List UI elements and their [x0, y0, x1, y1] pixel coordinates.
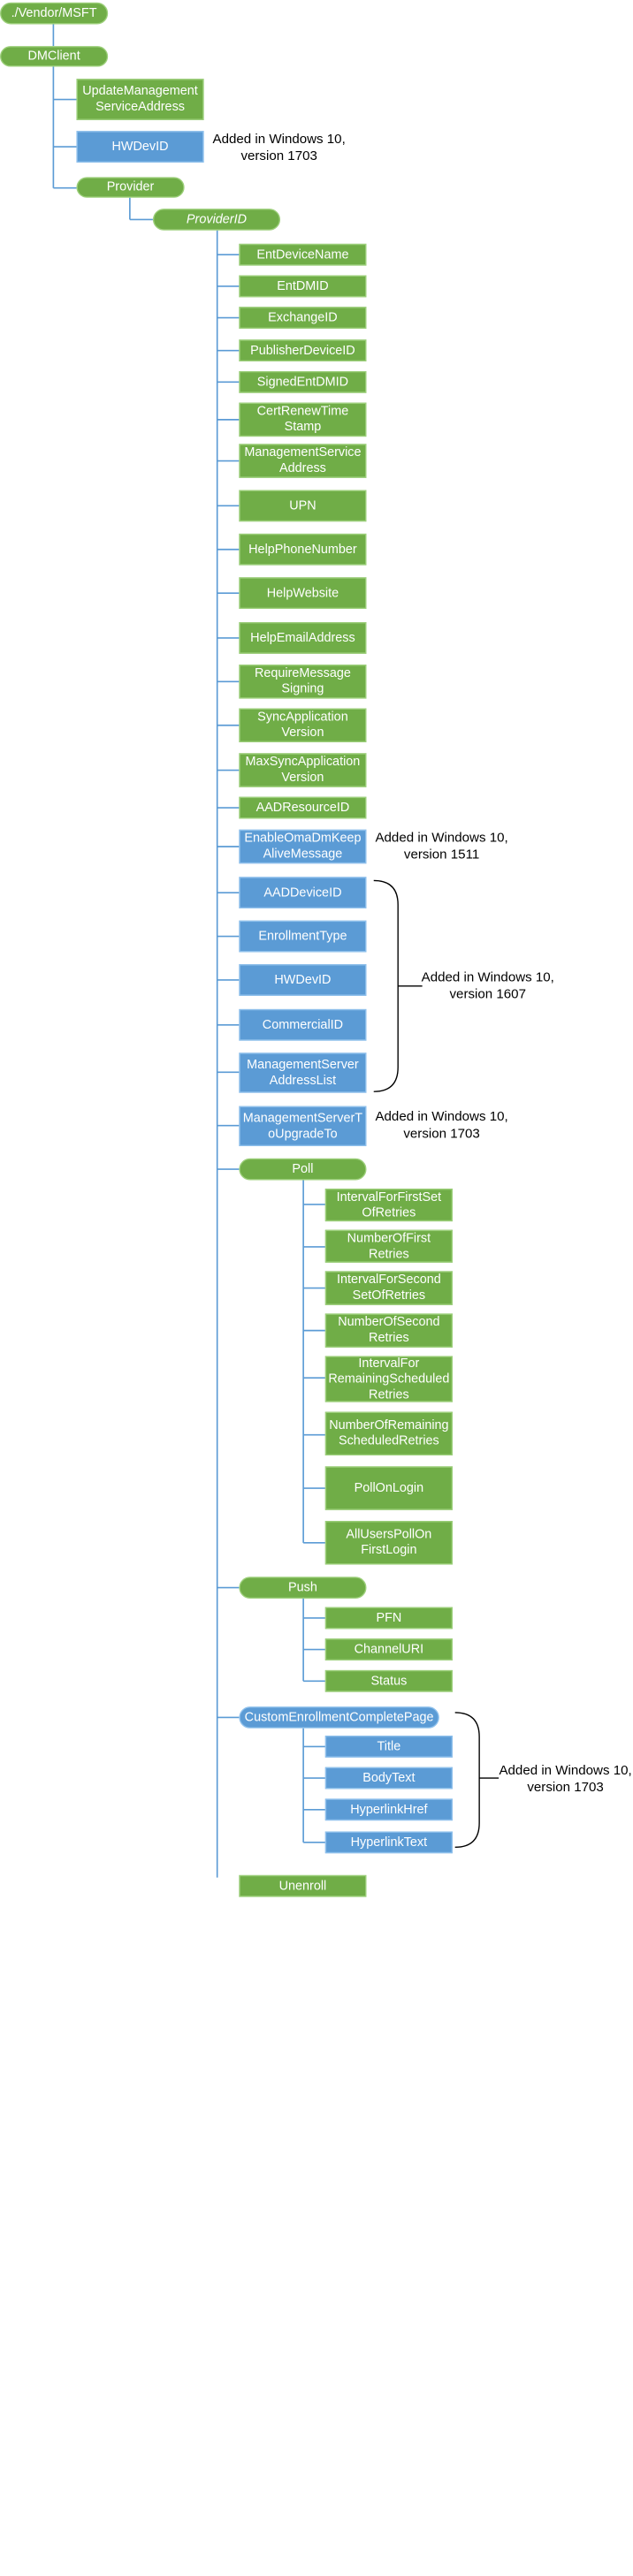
- node-channel-uri[interactable]: ChannelURI: [324, 1638, 453, 1660]
- node-hyperlink-href[interactable]: HyperlinkHref: [324, 1798, 453, 1821]
- node-max-sync-application-version[interactable]: MaxSyncApplication Version: [239, 753, 367, 787]
- node-title[interactable]: Title: [324, 1736, 453, 1758]
- node-vendor-msft[interactable]: ./Vendor/MSFT: [0, 2, 109, 25]
- brace-1607: [373, 879, 399, 1092]
- node-number-of-second-retries[interactable]: NumberOfSecond Retries: [324, 1313, 453, 1348]
- node-ent-device-name[interactable]: EntDeviceName: [239, 243, 367, 266]
- node-custom-enrollment-complete-page[interactable]: CustomEnrollmentCompletePage: [239, 1706, 439, 1729]
- node-status[interactable]: Status: [324, 1669, 453, 1692]
- connector-lines: [52, 24, 500, 1878]
- node-help-email-address[interactable]: HelpEmailAddress: [239, 622, 367, 654]
- node-help-phone-number[interactable]: HelpPhoneNumber: [239, 533, 367, 566]
- node-pfn[interactable]: PFN: [324, 1607, 453, 1630]
- node-ent-dmid[interactable]: EntDMID: [239, 275, 367, 298]
- node-aad-device-id[interactable]: AADDeviceID: [239, 877, 367, 909]
- node-all-users-poll-on-first-login[interactable]: AllUsersPollOn FirstLogin: [324, 1521, 453, 1565]
- node-unenroll[interactable]: Unenroll: [239, 1874, 367, 1897]
- node-update-management-service-address[interactable]: UpdateManagement ServiceAddress: [76, 79, 204, 120]
- node-provider[interactable]: Provider: [76, 177, 185, 198]
- node-number-of-remaining-scheduled-retries[interactable]: NumberOfRemaining ScheduledRetries: [324, 1411, 453, 1455]
- brace-custom-enrollment: [454, 1712, 480, 1849]
- node-dmclient[interactable]: DMClient: [0, 46, 109, 67]
- node-interval-for-first-set-of-retries[interactable]: IntervalForFirstSet OfRetries: [324, 1189, 453, 1222]
- dmclient-csp-tree-diagram: ./Vendor/MSFT DMClient UpdateManagement …: [0, 2, 632, 1897]
- node-interval-for-remaining-scheduled-retries[interactable]: IntervalFor RemainingScheduled Retries: [324, 1356, 453, 1402]
- node-hwdevid-top[interactable]: HWDevID: [76, 131, 204, 163]
- node-aad-resource-id[interactable]: AADResourceID: [239, 796, 367, 819]
- note-hwdevid-top-1703: Added in Windows 10, version 1703: [212, 132, 346, 164]
- node-number-of-first-retries[interactable]: NumberOfFirst Retries: [324, 1229, 453, 1263]
- node-enable-omadm-keep-alive-message[interactable]: EnableOmaDmKeep AliveMessage: [239, 829, 367, 864]
- note-upgrade-to-1703: Added in Windows 10, version 1703: [375, 1109, 508, 1142]
- node-body-text[interactable]: BodyText: [324, 1767, 453, 1790]
- node-commercial-id[interactable]: CommercialID: [239, 1008, 367, 1041]
- node-poll[interactable]: Poll: [239, 1158, 367, 1181]
- node-sync-application-version[interactable]: SyncApplication Version: [239, 708, 367, 742]
- node-hwdevid[interactable]: HWDevID: [239, 964, 367, 996]
- node-push[interactable]: Push: [239, 1577, 367, 1599]
- node-help-website[interactable]: HelpWebsite: [239, 577, 367, 609]
- node-management-server-to-upgrade-to[interactable]: ManagementServerT oUpgradeTo: [239, 1106, 367, 1147]
- node-poll-on-login[interactable]: PollOnLogin: [324, 1466, 453, 1510]
- node-cert-renew-time-stamp[interactable]: CertRenewTime Stamp: [239, 402, 367, 437]
- node-hyperlink-text[interactable]: HyperlinkText: [324, 1831, 453, 1854]
- node-publisher-device-id[interactable]: PublisherDeviceID: [239, 339, 367, 362]
- note-custom-enrollment-1703: Added in Windows 10, version 1703: [499, 1763, 632, 1796]
- node-provider-id[interactable]: ProviderID: [152, 209, 281, 231]
- node-management-server-address-list[interactable]: ManagementServer AddressList: [239, 1052, 367, 1093]
- note-keep-alive-1511: Added in Windows 10, version 1511: [375, 831, 508, 862]
- node-interval-for-second-set-of-retries[interactable]: IntervalForSecond SetOfRetries: [324, 1271, 453, 1305]
- node-management-service-address[interactable]: ManagementService Address: [239, 444, 367, 478]
- node-signed-ent-dmid[interactable]: SignedEntDMID: [239, 370, 367, 393]
- node-enrollment-type[interactable]: EnrollmentType: [239, 920, 367, 953]
- node-require-message-signing[interactable]: RequireMessage Signing: [239, 665, 367, 699]
- node-upn[interactable]: UPN: [239, 490, 367, 522]
- node-exchange-id[interactable]: ExchangeID: [239, 307, 367, 329]
- note-group-1607: Added in Windows 10, version 1607: [421, 970, 554, 1002]
